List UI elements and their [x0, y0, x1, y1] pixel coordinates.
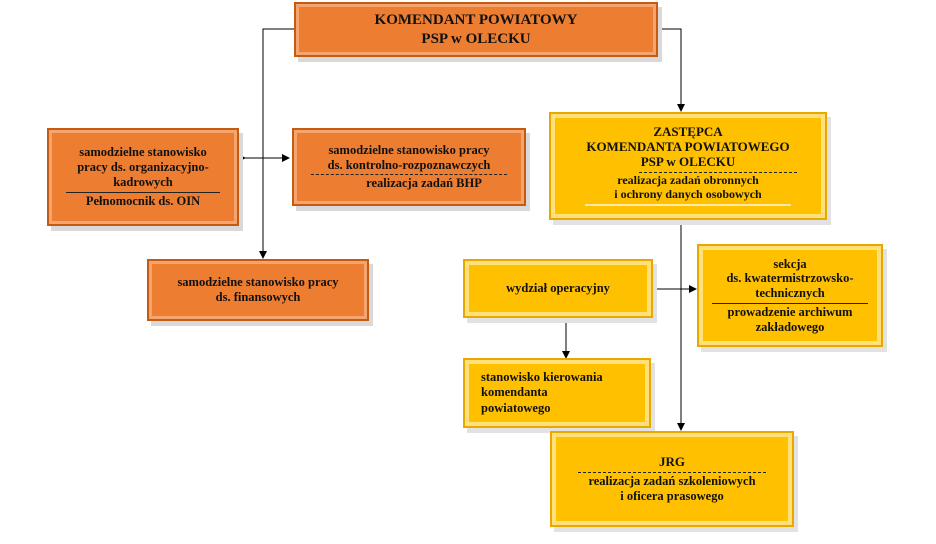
jrg-task2: i oficera prasowego	[620, 488, 724, 503]
commander-title: KOMENDANT POWIATOWY	[374, 12, 578, 29]
quartermaster-divider	[711, 302, 869, 304]
quartermaster-line1: sekcja	[773, 256, 807, 271]
deputy-title: ZASTĘPCA	[653, 124, 723, 140]
jrg-box: JRG realizacja zadań szkoleniowych i ofi…	[550, 431, 794, 527]
deputy-task1: realizacja zadań obronnych	[617, 173, 759, 188]
finance-post-box: samodzielne stanowisko pracy ds. finanso…	[147, 259, 369, 321]
quartermaster-line3: technicznych	[755, 286, 825, 301]
quartermaster-box: sekcja ds. kwatermistrzowsko- techniczny…	[697, 244, 883, 347]
hr-post-line1: samodzielne stanowisko	[79, 144, 207, 159]
hr-post-box: samodzielne stanowisko pracy ds. organiz…	[47, 128, 239, 226]
commander-box: KOMENDANT POWIATOWY PSP w OLECKU	[294, 2, 658, 57]
jrg-divider	[578, 471, 766, 473]
finance-post-line2: ds. finansowych	[215, 290, 301, 304]
command-post-line2: komendanta	[481, 385, 548, 400]
jrg-title: JRG	[659, 453, 685, 469]
quartermaster-extra2: zakładowego	[755, 319, 825, 334]
deputy-divider	[638, 172, 798, 174]
deputy-bottom-line	[585, 203, 791, 206]
quartermaster-line2: ds. kwatermistrzowsko-	[726, 271, 854, 286]
hr-post-extra: Pełnomocnik ds. OIN	[85, 194, 201, 209]
command-post-line3: powiatowego	[481, 400, 551, 415]
command-post-box: stanowisko kierowania komendanta powiato…	[463, 358, 651, 428]
hr-post-divider	[65, 192, 221, 194]
connector-commander-deputy	[658, 28, 685, 112]
control-post-box: samodzielne stanowisko pracy ds. kontrol…	[292, 128, 526, 206]
hr-post-line2: pracy ds. organizacyjno-	[77, 159, 209, 174]
hr-post-line3: kadrowych	[113, 175, 173, 189]
connector-commander-left	[259, 28, 294, 259]
deputy-box: ZASTĘPCA KOMENDANTA POWIATOWEGO PSP w OL…	[549, 112, 827, 220]
finance-post-line1: samodzielne stanowisko pracy	[177, 274, 339, 289]
control-post-line1: samodzielne stanowisko pracy	[328, 143, 490, 158]
ops-department-box: wydział operacyjny	[463, 259, 653, 318]
deputy-title2: KOMENDANTA POWIATOWEGO	[586, 139, 790, 155]
deputy-unit: PSP w OLECKU	[640, 154, 736, 170]
commander-unit: PSP w OLECKU	[421, 30, 531, 47]
quartermaster-extra1: prowadzenie archiwum	[727, 304, 853, 319]
control-post-divider	[311, 173, 507, 175]
deputy-task2: i ochrony danych osobowych	[614, 186, 762, 201]
control-post-extra: realizacja zadań BHP	[366, 175, 482, 190]
command-post-line1: stanowisko kierowania	[481, 370, 603, 385]
jrg-task1: realizacja zadań szkoleniowych	[588, 473, 756, 488]
control-post-line2: ds. kontrolno-rozpoznawczych	[327, 158, 491, 173]
ops-department-label: wydział operacyjny	[506, 280, 610, 295]
